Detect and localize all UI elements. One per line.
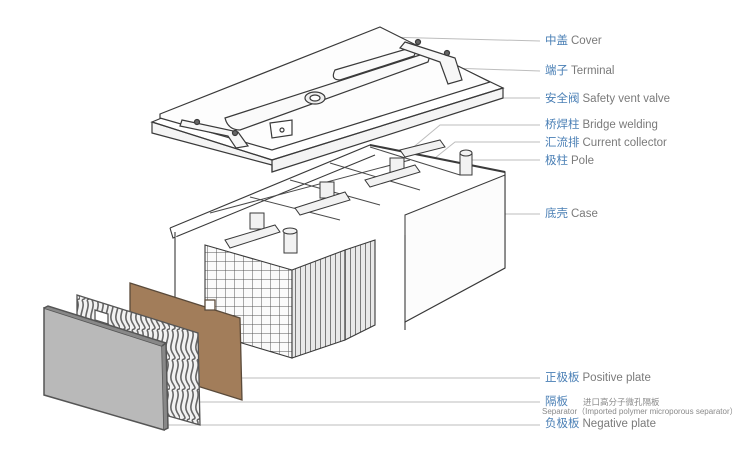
label-separator-sub-zh: 进口高分子微孔隔板 [583, 397, 660, 407]
leader-current-collector [434, 141, 540, 159]
label-terminal-zh: 端子 [545, 65, 568, 77]
label-case-zh: 底壳 [545, 208, 568, 220]
label-negative-plate-zh: 负极板 [545, 418, 580, 430]
case-part [169, 139, 506, 359]
leader-terminal [449, 67, 541, 72]
leader-bridge-welding [409, 124, 540, 151]
label-pole-zh: 极柱 [545, 155, 568, 167]
label-cover-zh: 中盖 [545, 35, 568, 47]
label-positive-plate-en: Positive plate [582, 372, 651, 384]
label-negative-plate-en: Negative plate [582, 418, 657, 430]
label-safety-vent-valve-zh: 安全阀 [545, 93, 580, 105]
label-separator: 隔板 进口高分子微孔隔板 [545, 395, 660, 409]
cover-part [150, 26, 505, 173]
label-positive-plate-zh: 正极板 [545, 372, 580, 384]
label-separator-sub-en: Separator（Imported polymer microporous s… [542, 407, 738, 416]
label-separator-zh: 隔板 [545, 396, 568, 408]
label-cover-en: Cover [571, 35, 602, 47]
label-bridge-welding-en: Bridge welding [582, 119, 658, 131]
label-safety-vent-valve-en: Safety vent valve [582, 93, 671, 105]
label-case-en: Case [571, 208, 598, 220]
label-bridge-welding-zh: 桥焊柱 [545, 119, 580, 131]
label-current-collector-en: Current collector [582, 137, 667, 149]
label-current-collector-zh: 汇流排 [545, 137, 580, 149]
label-pole-en: Pole [571, 155, 595, 167]
negative-plate-part [43, 305, 169, 432]
leader-cover [384, 36, 541, 42]
label-terminal-en: Terminal [571, 65, 615, 77]
